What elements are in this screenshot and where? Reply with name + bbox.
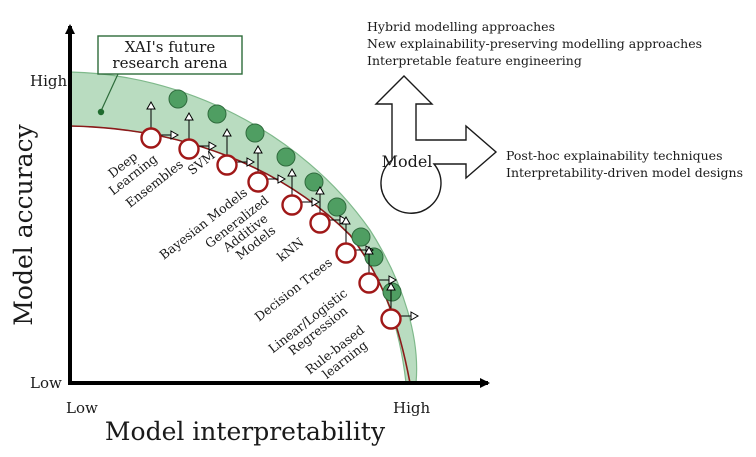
future-model-marker bbox=[207, 104, 227, 124]
future-model-marker bbox=[168, 89, 188, 109]
up-item-3: Interpretable feature engineering bbox=[367, 53, 582, 68]
improvement-arrow-head bbox=[222, 127, 232, 137]
x-axis-low-label: Low bbox=[66, 399, 98, 417]
current-model-marker bbox=[309, 212, 331, 234]
improvement-arrow-head bbox=[253, 144, 263, 154]
current-model-marker bbox=[140, 127, 162, 149]
improvement-arrow-head bbox=[208, 141, 218, 151]
improvement-arrow-head bbox=[364, 245, 374, 255]
model-labels: Deep Learning Ensembles SVM Bayesian Mod… bbox=[105, 147, 370, 382]
improvement-arrow-head bbox=[311, 197, 321, 207]
model-label-knn: kNN bbox=[274, 234, 306, 264]
y-axis-high-label: High bbox=[30, 72, 67, 90]
improvement-arrow-head bbox=[146, 100, 156, 110]
current-model-marker bbox=[247, 171, 269, 193]
callout-line-2: research arena bbox=[112, 54, 227, 72]
improvement-arrow-head bbox=[341, 215, 351, 225]
y-axis-low-label: Low bbox=[30, 374, 62, 392]
callout-connector bbox=[100, 73, 119, 112]
callout-line-1: XAI's future bbox=[125, 38, 216, 56]
future-model-marker bbox=[382, 282, 402, 302]
current-model-marker bbox=[281, 194, 303, 216]
current-model-marker bbox=[358, 272, 380, 294]
improvement-arrow-head bbox=[386, 281, 396, 291]
model-label-gam: Generalized Additive Models bbox=[202, 190, 292, 273]
future-model-marker bbox=[276, 147, 296, 167]
current-model-marker bbox=[380, 308, 402, 330]
improvement-arrow-head bbox=[246, 157, 256, 167]
model-label-line: kNN bbox=[274, 234, 306, 264]
current-model-marker bbox=[216, 154, 238, 176]
improvement-arrow-head bbox=[170, 130, 180, 140]
model-block-label: Model bbox=[382, 152, 433, 171]
current-model-marker bbox=[335, 242, 357, 264]
y-axis-title: Model accuracy bbox=[9, 123, 38, 325]
improvement-arrow-head bbox=[184, 111, 194, 121]
future-model-marker bbox=[327, 197, 347, 217]
model-markers bbox=[140, 89, 420, 330]
improvement-arrow-head bbox=[315, 185, 325, 195]
future-model-marker bbox=[304, 172, 324, 192]
model-block-shape bbox=[374, 75, 498, 214]
improvement-arrow-head bbox=[388, 275, 398, 285]
improvement-arrow-head bbox=[287, 167, 297, 177]
improvement-arrow-head bbox=[277, 174, 287, 184]
x-axis-title: Model interpretability bbox=[105, 417, 386, 446]
callout-pointer-dot bbox=[97, 108, 105, 116]
future-model-marker bbox=[351, 227, 371, 247]
callout-box bbox=[97, 35, 243, 75]
future-model-marker bbox=[245, 123, 265, 143]
improvement-arrow-head bbox=[410, 311, 420, 321]
x-axis-high-label: High bbox=[393, 399, 430, 417]
current-model-marker bbox=[178, 138, 200, 160]
right-item-2: Interpretability-driven model designs bbox=[506, 165, 743, 180]
right-item-1: Post-hoc explainability techniques bbox=[506, 148, 722, 163]
up-item-2: New explainability-preserving modelling … bbox=[367, 36, 702, 51]
up-item-1: Hybrid modelling approaches bbox=[367, 19, 555, 34]
